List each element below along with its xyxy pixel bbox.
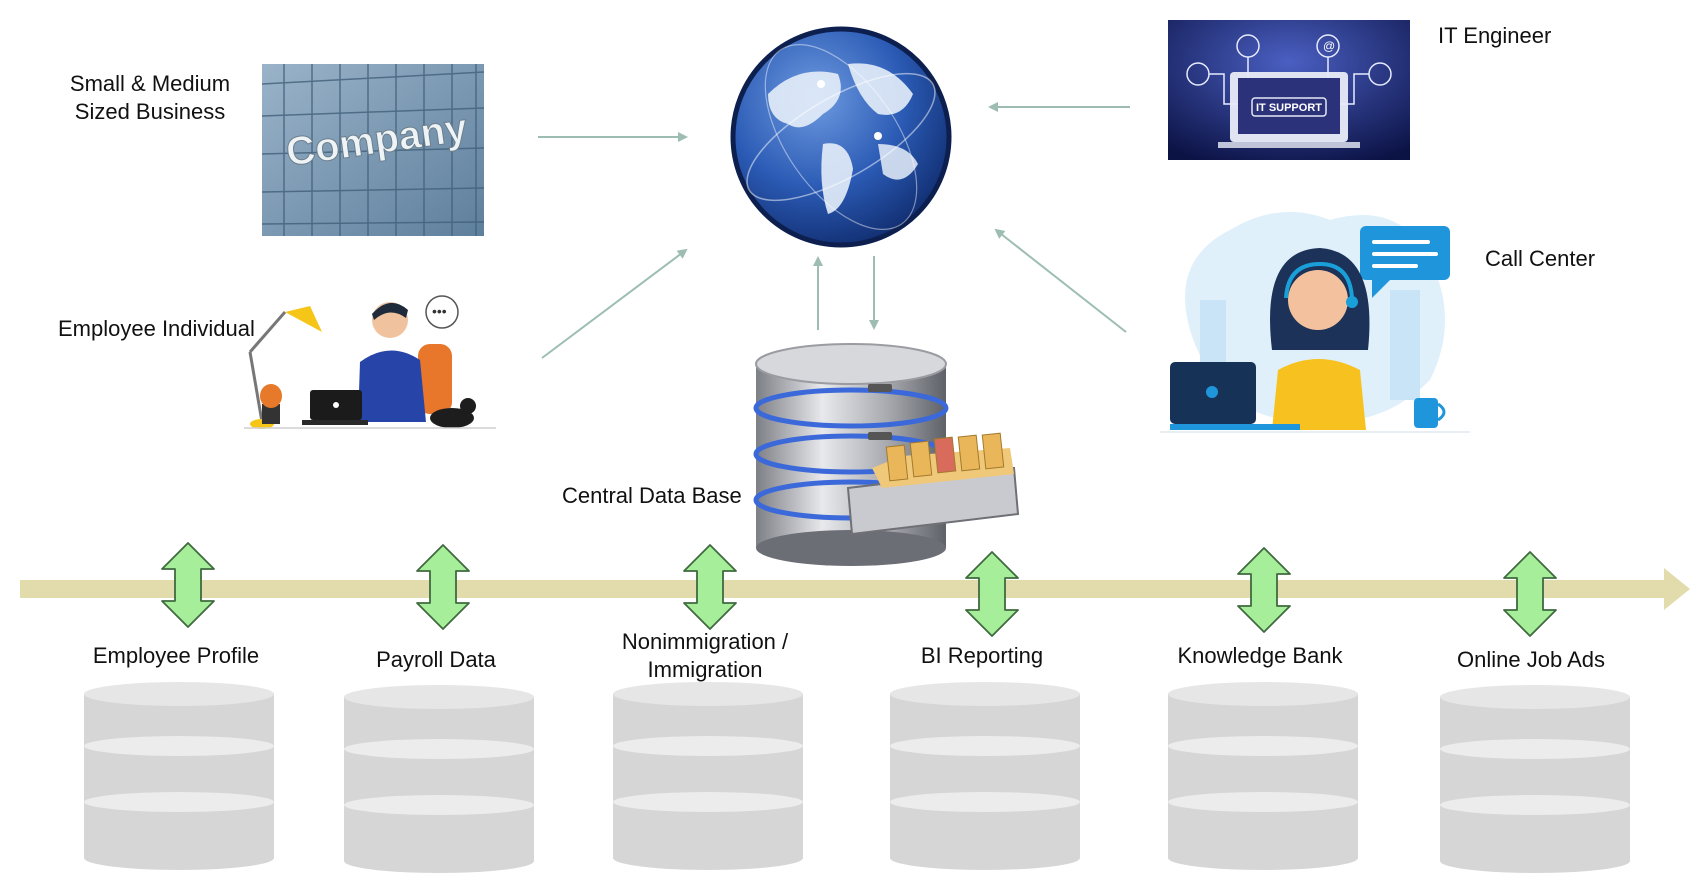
call-center-label: Call Center <box>1485 246 1596 271</box>
module-label-knowledge-bank: Knowledge Bank <box>1177 643 1343 668</box>
module-label-immigration-line2: Immigration <box>647 657 763 682</box>
smb-label-line1: Small & Medium <box>69 71 231 96</box>
db-employee-profile <box>84 682 274 870</box>
module-label-payroll-data: Payroll Data <box>376 647 496 672</box>
module-label-online-job-ads: Online Job Ads <box>1457 647 1605 672</box>
company-building-image: Company <box>262 64 484 236</box>
it-engineer-label: IT Engineer <box>1438 23 1552 48</box>
employee-at-desk-image: ••• <box>240 292 500 432</box>
it-support-image: IT SUPPORT @ <box>1168 20 1410 160</box>
svg-text:•••: ••• <box>432 303 447 319</box>
svg-text:@: @ <box>1323 39 1335 53</box>
double-arrow-employee-profile <box>161 542 215 628</box>
module-label-bi-reporting: BI Reporting <box>920 643 1044 668</box>
double-arrow-bi-reporting <box>965 551 1019 637</box>
double-arrow-knowledge-bank <box>1237 547 1291 633</box>
double-arrow-payroll-data <box>416 544 470 630</box>
module-double-arrows <box>161 542 1557 637</box>
double-arrow-online-job-ads <box>1503 551 1557 637</box>
db-online-job-ads <box>1440 685 1630 873</box>
call-center-agent-image <box>1160 180 1470 438</box>
arrow-callcenter-to-globe <box>994 228 1127 333</box>
it-support-sign-text: IT SUPPORT <box>1256 102 1322 114</box>
module-label-employee-profile: Employee Profile <box>92 643 260 668</box>
db-immigration <box>613 682 803 870</box>
db-knowledge-bank <box>1168 682 1358 870</box>
central-database-image <box>752 338 1022 568</box>
double-arrow-immigration <box>683 544 737 630</box>
module-label-immigration-line1: Nonimmigration / <box>621 629 789 654</box>
central-database-label: Central Data Base <box>562 483 742 508</box>
smb-label-line2: Sized Business <box>74 99 226 124</box>
db-payroll-data <box>344 685 534 873</box>
arrow-employee-to-globe <box>541 248 688 359</box>
internet-globe-image <box>728 24 954 250</box>
employee-individual-label: Employee Individual <box>58 316 255 341</box>
module-databases <box>84 682 1630 873</box>
db-bi-reporting <box>890 682 1080 870</box>
